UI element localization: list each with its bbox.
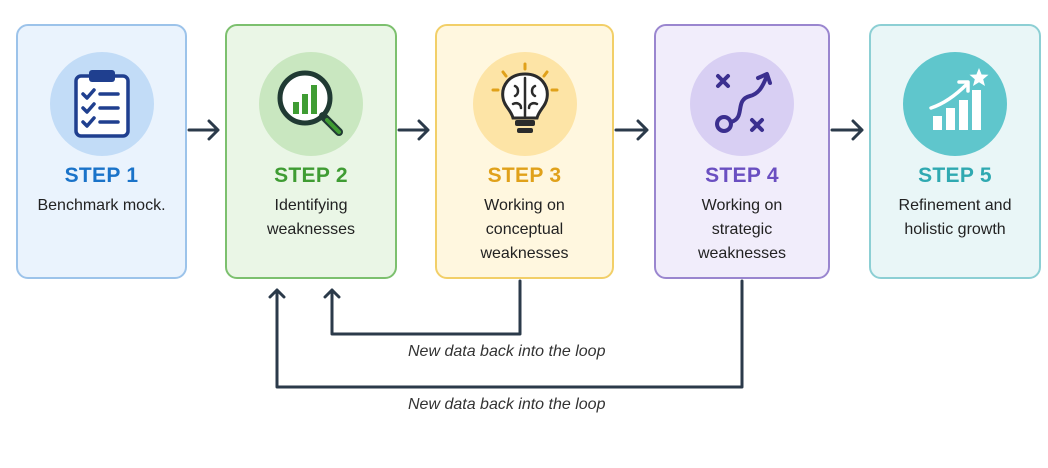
loop-arrow-step4-to-step2: [268, 279, 744, 389]
step-desc-4-line-3: weaknesses: [697, 245, 787, 262]
step-desc-1: Benchmark mock.: [26, 194, 177, 218]
loop-label-1: New data back into the loop: [408, 343, 606, 360]
strategy-play-icon: [715, 72, 772, 133]
step-title-4: STEP 4: [705, 164, 779, 187]
step-desc-5-line-2: holistic growth: [904, 221, 1006, 238]
arrow-step1-to-step2: [187, 119, 220, 141]
step-desc-2-line-2: weaknesses: [266, 221, 356, 238]
icon-circle-2: [259, 52, 363, 156]
step-card-3: STEP 3 Working on conceptual weaknesses: [435, 24, 614, 279]
step-title-5: STEP 5: [918, 164, 992, 187]
icon-circle-5: [903, 52, 1007, 156]
step-desc-2: Identifying weaknesses: [235, 194, 387, 242]
step-desc-3-line-1: Working on: [484, 197, 565, 214]
step-title-2: STEP 2: [274, 164, 348, 187]
step-card-2: STEP 2 Identifying weaknesses: [225, 24, 397, 279]
step-desc-3-line-2: conceptual: [485, 221, 564, 238]
arrow-step2-to-step3: [397, 119, 430, 141]
arrow-step4-to-step5: [830, 119, 864, 141]
step-desc-4: Working on strategic weaknesses: [664, 194, 820, 266]
step-title-1: STEP 1: [64, 164, 139, 187]
icon-circle-3: [472, 52, 577, 156]
step-desc-3: Working on conceptual weaknesses: [445, 194, 604, 266]
step-card-1: STEP 1 Benchmark mock.: [16, 24, 187, 279]
icon-circle-1: [49, 52, 154, 156]
step-desc-4-line-1: Working on: [701, 197, 783, 214]
step-card-4: STEP 4 Working on strategic weaknesses: [654, 24, 830, 279]
icon-circle-4: [690, 52, 794, 156]
loop-arrow-step3-to-step2: [323, 279, 522, 336]
arrow-step3-to-step4: [614, 119, 649, 141]
clipboard-checklist-icon: [73, 70, 130, 138]
loop-label-2: New data back into the loop: [408, 396, 606, 413]
step-desc-4-line-2: strategic: [711, 221, 773, 238]
step-desc-5: Refinement and holistic growth: [879, 194, 1031, 242]
step-desc-2-line-1: Identifying: [274, 197, 348, 214]
magnifier-chart-icon: [277, 70, 343, 136]
step-desc-1-line-1: Benchmark mock.: [37, 197, 166, 214]
step-desc-3-line-3: weaknesses: [480, 245, 569, 262]
brain-lightbulb-icon: [491, 62, 558, 133]
step-title-3: STEP 3: [487, 164, 562, 187]
step-desc-5-line-1: Refinement and: [898, 197, 1012, 214]
step-card-5: STEP 5 Refinement and holistic growth: [869, 24, 1041, 279]
growth-chart-star-icon: [929, 68, 989, 130]
